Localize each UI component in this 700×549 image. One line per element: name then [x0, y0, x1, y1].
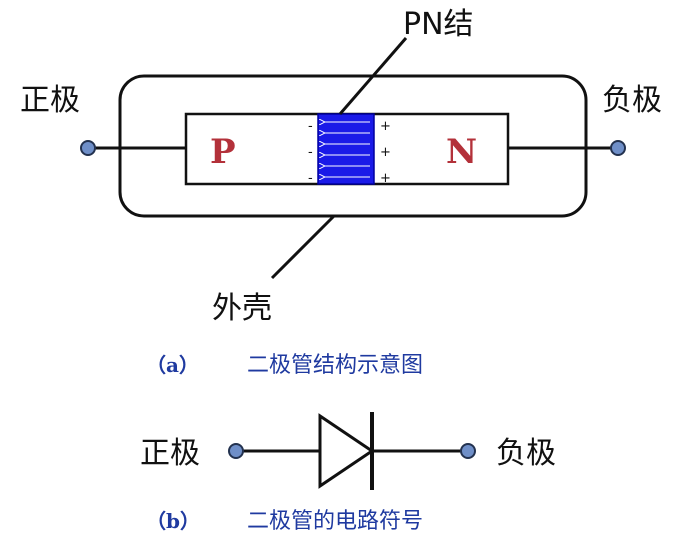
positive-charge: +	[380, 145, 391, 160]
p-region-label: P	[210, 132, 236, 172]
negative-charge: -	[308, 119, 313, 134]
case-leader-line	[270, 214, 336, 280]
cathode-terminal-dot	[610, 140, 626, 156]
caption-a-text: 二极管结构示意图	[247, 353, 423, 378]
caption-b-text: 二极管的电路符号	[247, 509, 423, 534]
pn-junction-leader-line	[338, 37, 408, 115]
pn-junction-label: PN结	[403, 7, 474, 42]
symbol-cathode-terminal	[460, 443, 476, 459]
diode-case-outline	[118, 74, 588, 218]
negative-charge: -	[308, 171, 313, 186]
pn-junction-region	[317, 113, 375, 185]
symbol-anode-label: 正极	[140, 436, 200, 471]
negative-charge: -	[308, 145, 313, 160]
anode-terminal-dot	[80, 140, 96, 156]
case-label: 外壳	[212, 291, 272, 326]
diode-symbol-triangle	[318, 413, 375, 489]
n-region-label: N	[446, 132, 477, 172]
caption-a-tag: （a）	[146, 353, 199, 377]
symbol-anode-terminal	[228, 443, 244, 459]
positive-charge: +	[380, 171, 391, 186]
cathode-label: 负极	[602, 83, 662, 118]
anode-label: 正极	[20, 83, 80, 118]
caption-b-tag: （b）	[146, 509, 200, 533]
symbol-cathode-label: 负极	[496, 436, 556, 471]
positive-charge: +	[380, 119, 391, 134]
electric-field-arrows	[324, 122, 370, 177]
